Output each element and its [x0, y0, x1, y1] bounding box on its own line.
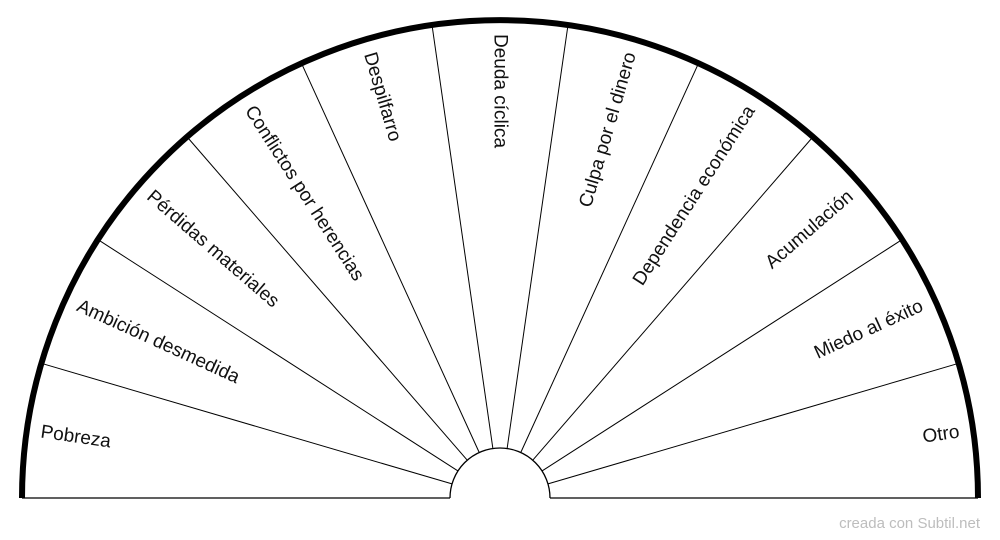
outer-arc [19, 17, 981, 499]
divider-line [541, 239, 903, 472]
segment-label: Ambición desmedida [74, 296, 244, 389]
divider-lines [41, 24, 959, 485]
segment-label: Conflictos por herencias [240, 102, 368, 285]
segment-label: Miedo al éxito [811, 296, 926, 364]
credit-text: creada con Subtil.net [839, 515, 980, 532]
divider-line [506, 24, 569, 449]
divider-line [431, 24, 494, 449]
divider-line [520, 62, 700, 453]
segment-label: Pérdidas materiales [142, 186, 283, 312]
segment-label: Otro [921, 422, 961, 448]
divider-line [547, 362, 959, 485]
segment-label: Acumulación [762, 186, 858, 273]
divider-line [532, 136, 814, 461]
divider-line [300, 62, 480, 453]
divider-line [186, 136, 468, 461]
segment-label: Dependencia económica [629, 102, 760, 290]
divider-line [97, 239, 459, 472]
segment-label: Despilfarro [359, 50, 405, 144]
divider-line [41, 362, 453, 485]
segment-label: Culpa por el dinero [575, 50, 640, 210]
segment-label: Deuda cíclica [490, 34, 511, 148]
inner-arc [449, 447, 551, 499]
segment-label: Pobreza [39, 422, 112, 453]
